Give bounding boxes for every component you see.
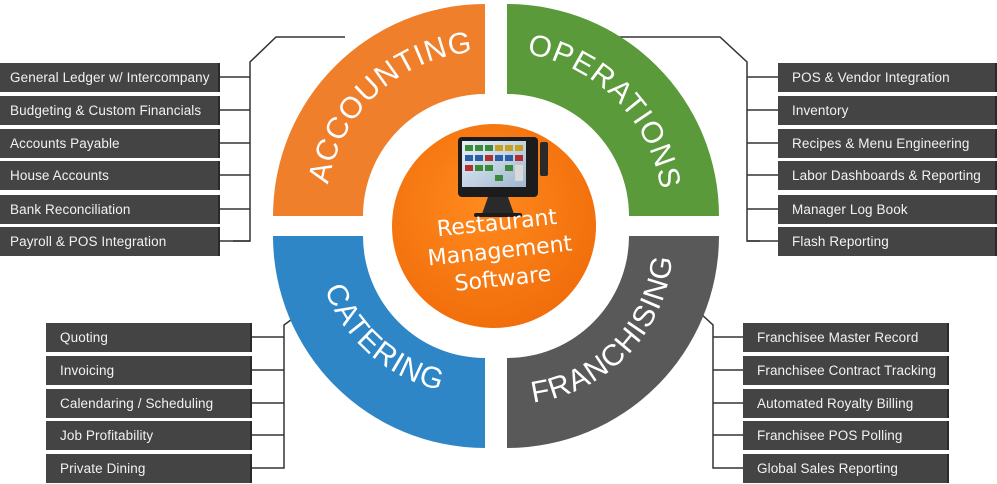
franchising-quadrant [507, 236, 719, 448]
catering-item: Calendaring / Scheduling [46, 389, 252, 418]
accounting-item: Bank Reconciliation [0, 195, 220, 224]
catering-item: Job Profitability [46, 421, 252, 450]
accounting-item: Budgeting & Custom Financials [0, 96, 220, 125]
operations-item: Inventory [778, 96, 997, 125]
operations-item: Manager Log Book [778, 195, 997, 224]
operations-item: Labor Dashboards & Reporting [778, 161, 997, 190]
catering-item: Quoting [46, 323, 252, 352]
franchising-item: Global Sales Reporting [743, 454, 949, 483]
accounting-item: General Ledger w/ Intercompany [0, 63, 220, 92]
operations-item: POS & Vendor Integration [778, 63, 997, 92]
catering-quadrant [273, 236, 485, 448]
franchising-item: Franchisee Contract Tracking [743, 356, 949, 385]
catering-item: Invoicing [46, 356, 252, 385]
accounting-item: Payroll & POS Integration [0, 227, 220, 256]
franchising-item: Franchisee Master Record [743, 323, 949, 352]
pos-terminal-icon [458, 137, 548, 217]
accounting-quadrant [273, 4, 485, 216]
accounting-item: House Accounts [0, 161, 220, 190]
franchising-item: Automated Royalty Billing [743, 389, 949, 418]
catering-item: Private Dining [46, 454, 252, 483]
operations-item: Flash Reporting [778, 227, 997, 256]
accounting-item: Accounts Payable [0, 129, 220, 158]
operations-quadrant [507, 4, 719, 216]
connector-lines [220, 36, 778, 469]
operations-item: Recipes & Menu Engineering [778, 129, 997, 158]
franchising-item: Franchisee POS Polling [743, 421, 949, 450]
